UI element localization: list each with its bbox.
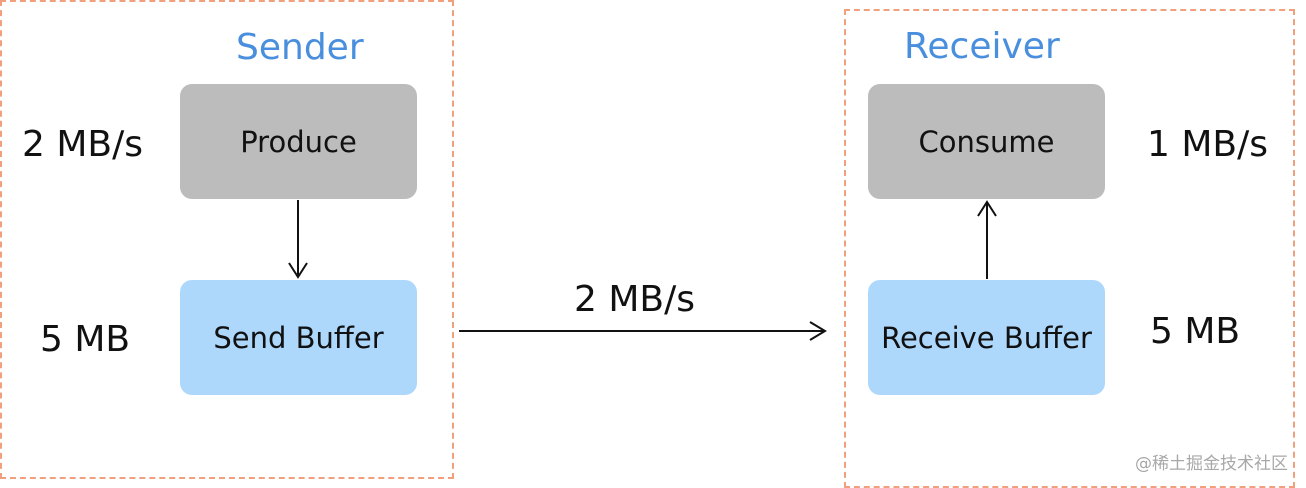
receive-buffer-size-label: 5 MB: [1150, 311, 1241, 352]
produce-rate-label: 2 MB/s: [22, 124, 143, 165]
send-buffer-label: Send Buffer: [213, 320, 384, 355]
produce-box: Produce: [180, 84, 417, 199]
receive-buffer-to-consume-arrow: [977, 200, 997, 279]
produce-to-send-buffer-arrow: [288, 200, 308, 279]
consume-rate-label: 1 MB/s: [1147, 124, 1268, 165]
send-to-receive-arrow: [459, 321, 827, 341]
sender-title: Sender: [236, 27, 364, 68]
consume-box: Consume: [868, 84, 1105, 199]
watermark: @稀土掘金技术社区: [1135, 454, 1288, 474]
receiver-panel: [844, 9, 1295, 488]
produce-label: Produce: [240, 124, 357, 159]
link-rate-label: 2 MB/s: [574, 279, 695, 320]
sender-panel: [0, 0, 454, 479]
consume-label: Consume: [918, 124, 1055, 159]
send-buffer-size-label: 5 MB: [40, 319, 131, 360]
receive-buffer-label: Receive Buffer: [881, 320, 1092, 355]
receiver-title: Receiver: [904, 26, 1060, 67]
send-buffer-box: Send Buffer: [180, 280, 417, 395]
receive-buffer-box: Receive Buffer: [868, 280, 1105, 395]
